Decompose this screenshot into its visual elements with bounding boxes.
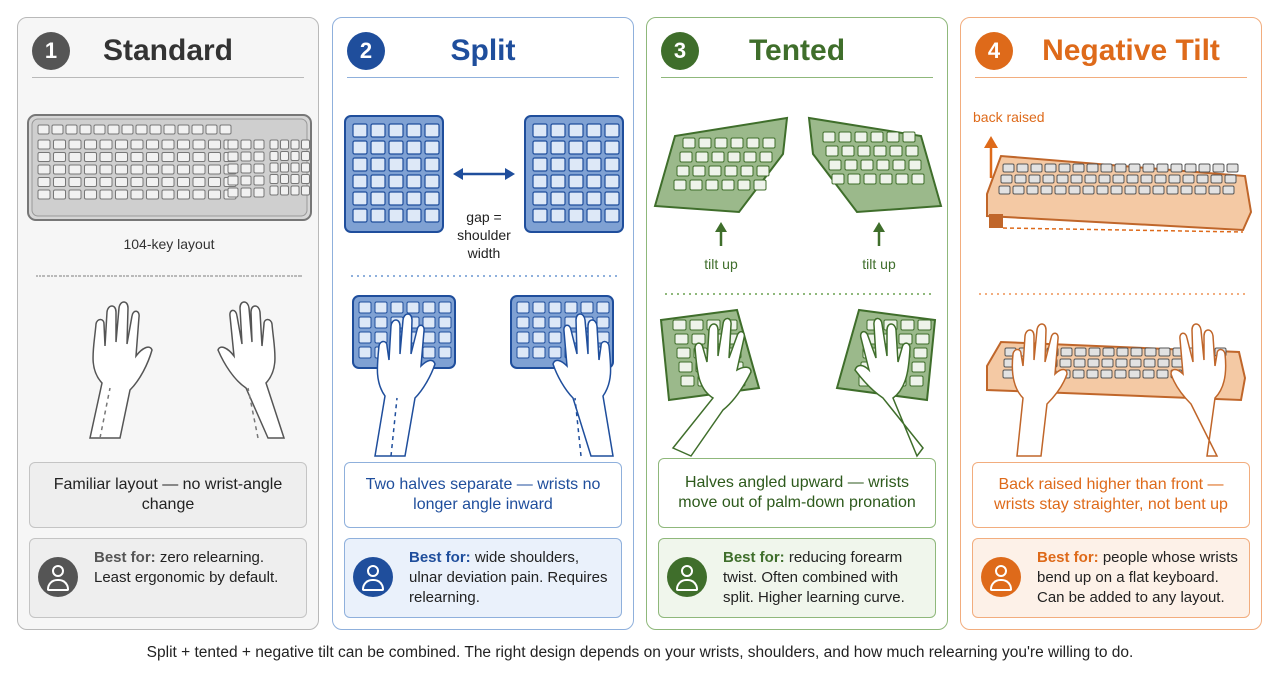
- panel-description: Two halves separate — wrists no longer a…: [344, 462, 622, 528]
- hand-icon: [1170, 323, 1227, 457]
- hand-icon: [374, 313, 436, 457]
- keyboard-icon: [27, 114, 312, 221]
- split-illustration: gap = shoulder width: [344, 115, 624, 457]
- person-icon: [981, 557, 1021, 597]
- best-for-box: Best for: wide shoulders, ulnar deviatio…: [344, 538, 622, 618]
- panel-description: Back raised higher than front — wrists s…: [972, 462, 1250, 528]
- dotted-divider: [36, 275, 300, 277]
- panel-header: 3 Tented: [661, 30, 933, 78]
- annotation-label: gap =: [466, 209, 501, 225]
- panel-description: Familiar layout — no wrist-angle change: [29, 462, 307, 528]
- hand-icon: [854, 317, 924, 458]
- annotation-label: tilt up: [704, 256, 738, 272]
- best-for-text: Best for: zero relearning. Least ergonom…: [94, 549, 279, 586]
- tented-illustration: tilt up tilt up: [653, 116, 943, 458]
- step-number: 3: [661, 32, 699, 70]
- panel-title: Split: [450, 34, 516, 67]
- person-icon: [667, 557, 707, 597]
- panel-header: 4 Negative Tilt: [975, 30, 1247, 78]
- hand-icon: [89, 301, 153, 439]
- arrow-icon: [453, 168, 515, 180]
- annotation-label: back raised: [973, 109, 1045, 125]
- keyboard-icon: [986, 154, 1253, 233]
- panel-standard: 1 Standard 104-key layout Familiar layou…: [17, 17, 319, 630]
- best-for-text: Best for: reducing forearm twist. Often …: [723, 549, 905, 606]
- negative-tilt-illustration: back raised: [973, 109, 1253, 457]
- panel-title: Negative Tilt: [1042, 34, 1220, 67]
- annotation-label: tilt up: [862, 256, 896, 272]
- step-number: 1: [32, 32, 70, 70]
- hand-icon: [552, 313, 614, 457]
- keyboard-icon: [653, 116, 943, 214]
- annotation-label: 104-key layout: [123, 236, 214, 252]
- person-icon: [353, 557, 393, 597]
- step-number: 2: [347, 32, 385, 70]
- panel-tented: 3 Tented tilt up tilt up Halves angled u…: [646, 17, 948, 630]
- annotation-label: shoulder: [457, 227, 511, 243]
- panel-description: Halves angled upward — wrists move out o…: [658, 458, 936, 528]
- best-for-box: Best for: zero relearning. Least ergonom…: [29, 538, 307, 618]
- best-for-text: Best for: people whose wrists bend up on…: [1037, 549, 1238, 606]
- panel-negative-tilt: 4 Negative Tilt back raised Back raised …: [960, 17, 1262, 630]
- hand-icon: [217, 301, 286, 439]
- panel-header: 2 Split: [347, 30, 619, 78]
- person-icon: [38, 557, 78, 597]
- footer-caption: Split + tented + negative tilt can be co…: [146, 644, 1134, 661]
- panel-split: 2 Split gap = shoulder width: [332, 17, 634, 630]
- best-for-text: Best for: wide shoulders, ulnar deviatio…: [409, 549, 608, 606]
- arrow-icon: [715, 222, 885, 246]
- arrow-icon: [984, 136, 998, 178]
- hand-icon: [671, 317, 752, 457]
- hand-icon: [1011, 323, 1068, 457]
- best-for-box: Best for: people whose wrists bend up on…: [972, 538, 1250, 618]
- panel-title: Standard: [102, 34, 234, 67]
- annotation-label: width: [467, 245, 501, 261]
- panel-title: Tented: [748, 34, 846, 67]
- panel-header: 1 Standard: [32, 30, 304, 78]
- best-for-box: Best for: reducing forearm twist. Often …: [658, 538, 936, 618]
- standard-illustration: 104-key layout: [27, 114, 312, 439]
- keyboard-icon: [344, 115, 624, 233]
- step-number: 4: [975, 32, 1013, 70]
